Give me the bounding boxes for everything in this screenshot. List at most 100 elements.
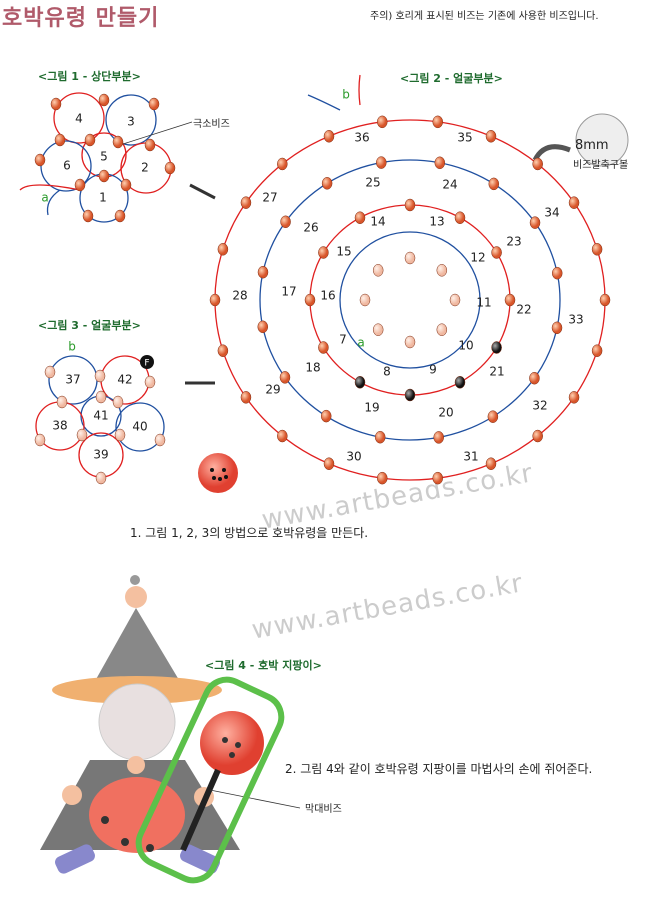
bead <box>98 93 110 107</box>
bead <box>491 341 502 354</box>
loop-number: 24 <box>442 178 457 192</box>
bead <box>436 264 448 277</box>
bead <box>54 133 66 147</box>
bead <box>320 409 332 423</box>
ball-label: 비즈발축구볼 <box>573 160 629 171</box>
bead <box>44 365 56 379</box>
page-title: 호박유령 만들기 <box>2 6 160 31</box>
bead <box>568 391 580 404</box>
bead <box>432 115 444 129</box>
bead <box>504 293 516 307</box>
loop-number: 4 <box>75 112 83 126</box>
fig3-letter-b: b <box>68 340 76 354</box>
bead <box>404 335 416 349</box>
fig2-diagram <box>214 74 606 481</box>
bead <box>487 410 499 423</box>
bead <box>432 471 444 485</box>
bead <box>485 457 497 470</box>
loop-number: 38 <box>52 419 67 433</box>
loop-number: 18 <box>305 361 320 375</box>
loop-number: 22 <box>516 303 531 317</box>
loop-number: 9 <box>429 363 437 377</box>
bead <box>120 178 132 192</box>
bead <box>449 293 461 307</box>
bead <box>112 395 124 409</box>
soccer-ball-bead-icon <box>575 113 629 167</box>
bead <box>217 344 229 357</box>
bead <box>34 433 46 447</box>
step-2: 2. 그림 4와 같이 호박유령 지팡이를 마법사의 손에 쥐어준다. <box>285 762 593 776</box>
bead <box>376 156 387 169</box>
bead <box>568 196 580 209</box>
bead <box>433 431 444 444</box>
loop-number: 8 <box>383 365 391 379</box>
bead <box>164 161 176 175</box>
bead <box>551 321 563 335</box>
bead <box>94 369 106 383</box>
pumpkin-wand <box>135 676 301 884</box>
loop-number: 33 <box>568 313 583 327</box>
loop-number: 16 <box>320 289 335 303</box>
bead <box>257 320 269 334</box>
bead <box>114 209 126 223</box>
loop-number: 19 <box>364 401 379 415</box>
bead <box>323 130 335 143</box>
bead <box>488 177 500 191</box>
loop-number: 30 <box>346 450 361 464</box>
loop-number: 32 <box>532 399 547 413</box>
loop-number: 7 <box>339 333 347 347</box>
bead <box>84 133 96 147</box>
bead <box>34 153 46 167</box>
bead <box>318 246 329 259</box>
bead <box>323 457 335 470</box>
bead <box>359 293 371 307</box>
bead <box>112 135 124 149</box>
loop-number: 26 <box>303 221 318 235</box>
loop-number: 28 <box>232 289 247 303</box>
fig1-caption: <그림 1 - 상단부분> <box>38 70 141 83</box>
loop-number: 12 <box>470 251 485 265</box>
note-text: 주의) 호리게 표시된 비즈는 기존에 사용한 비즈입니다. <box>370 11 599 22</box>
loop-number: 6 <box>63 159 71 173</box>
loop-number: 31 <box>463 450 478 464</box>
loop-number: 23 <box>506 235 521 249</box>
loop-number: 29 <box>265 383 280 397</box>
bead <box>434 156 446 170</box>
bead <box>154 433 166 447</box>
bead <box>114 428 126 442</box>
bead <box>372 323 384 336</box>
bead <box>354 376 366 389</box>
fig2-letter-a: a <box>357 336 364 350</box>
loop-number: 2 <box>141 161 149 175</box>
loop-number: 3 <box>127 115 135 129</box>
arrow-right-icon <box>189 183 216 200</box>
bead <box>591 243 603 256</box>
fig2-letter-b: b <box>342 88 350 102</box>
bead <box>277 429 288 443</box>
bead <box>82 209 94 223</box>
stick-bead-label: 막대비즈 <box>305 804 342 815</box>
bead <box>591 344 603 357</box>
bead <box>376 471 388 485</box>
loop-number: 15 <box>336 245 351 259</box>
highlight-frame <box>135 676 285 884</box>
bead <box>372 264 384 277</box>
fig2-caption: <그림 2 - 얼굴부분> <box>400 72 503 85</box>
bead <box>144 375 156 389</box>
loop-number: 1 <box>99 191 107 205</box>
bead <box>321 177 333 190</box>
finish-marker-icon <box>140 355 154 369</box>
bead <box>354 211 366 224</box>
fig2-beads <box>209 115 611 485</box>
bead <box>95 471 107 485</box>
bead <box>529 216 541 229</box>
bead <box>95 390 107 404</box>
bead <box>280 215 291 229</box>
bead <box>240 391 252 404</box>
bead <box>532 157 543 171</box>
bead <box>551 266 563 280</box>
bead <box>56 395 68 409</box>
